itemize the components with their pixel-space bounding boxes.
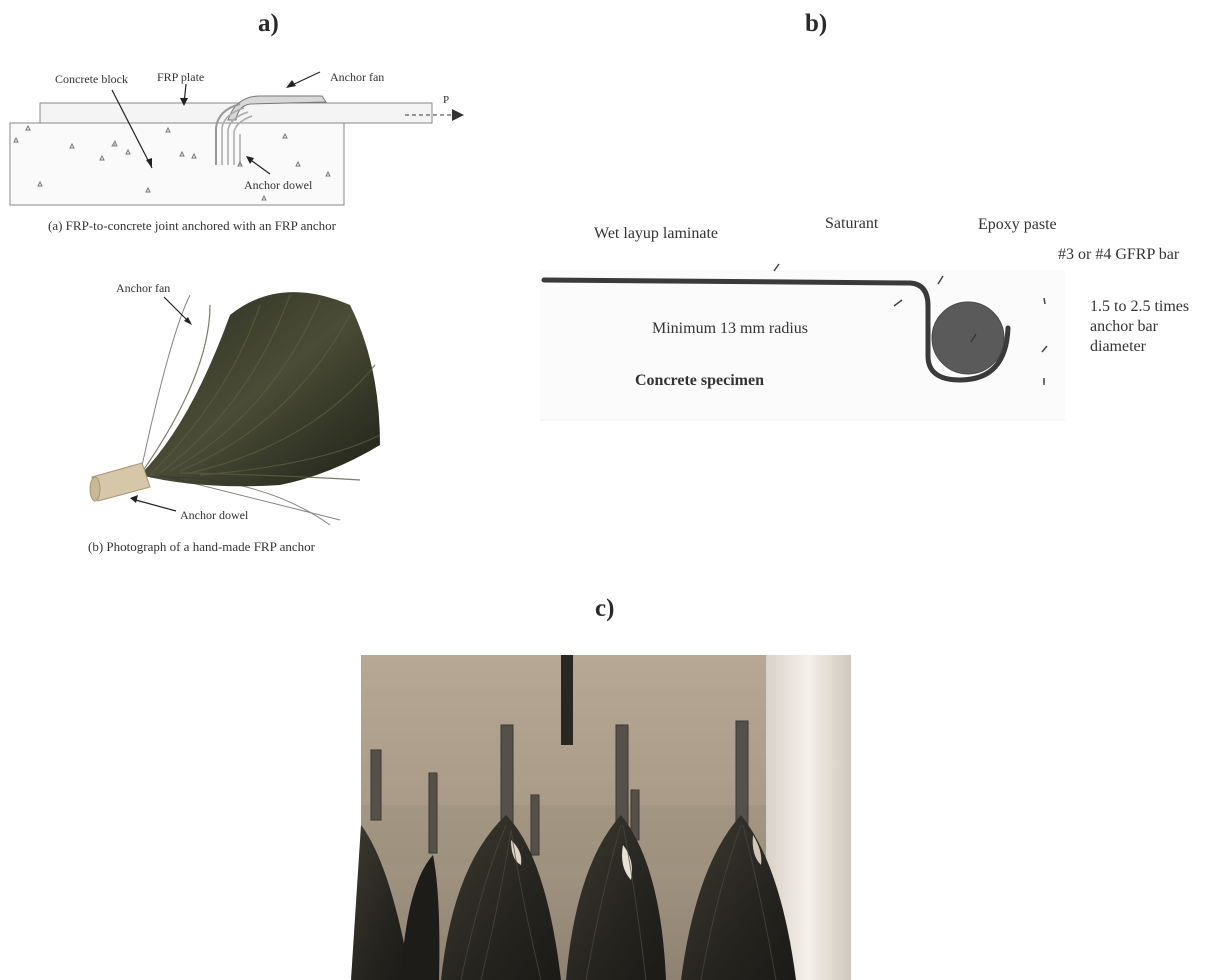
frp-anchor-photo xyxy=(80,275,380,535)
panel-c-label: c) xyxy=(595,595,614,623)
label-times-line2: anchor bar xyxy=(1090,318,1158,336)
label-min-radius: Minimum 13 mm radius xyxy=(652,320,808,338)
label-gfrp-bar: #3 or #4 GFRP bar xyxy=(1058,246,1179,264)
label-epoxy-paste: Epoxy paste xyxy=(978,216,1057,234)
label-wet-layup-laminate: Wet layup laminate xyxy=(594,225,718,243)
label-anchor-fan: Anchor fan xyxy=(330,70,384,85)
anchors-installed-photo xyxy=(361,655,851,980)
label-anchor-dowel: Anchor dowel xyxy=(244,178,312,193)
label-times-line3: diameter xyxy=(1090,338,1146,356)
label-load-p: P xyxy=(443,94,449,106)
label-saturant: Saturant xyxy=(825,215,878,233)
label-times-line1: 1.5 to 2.5 times xyxy=(1090,298,1189,316)
panel-a-label: a) xyxy=(258,10,279,38)
label-concrete-block: Concrete block xyxy=(55,72,128,87)
label-photo-anchor-dowel: Anchor dowel xyxy=(180,508,248,523)
caption-fig-a-b: (b) Photograph of a hand-made FRP anchor xyxy=(88,539,315,555)
label-photo-anchor-fan: Anchor fan xyxy=(116,281,170,296)
caption-fig-a-a: (a) FRP-to-concrete joint anchored with … xyxy=(48,218,336,234)
label-concrete-specimen: Concrete specimen xyxy=(635,372,764,390)
panel-b-label: b) xyxy=(805,10,827,38)
label-frp-plate: FRP plate xyxy=(157,70,204,85)
